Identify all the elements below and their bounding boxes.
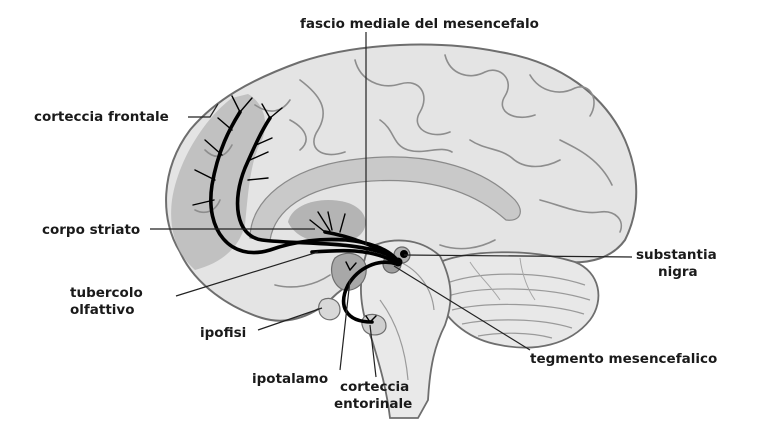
label-corteccia-entorinale-line1: corteccia xyxy=(340,379,409,395)
striatum-region xyxy=(288,200,366,244)
label-tubercolo-line2: olfattivo xyxy=(70,302,135,318)
label-fascio-mediale: fascio mediale del mesencefalo xyxy=(300,16,539,32)
label-substantia-line2: nigra xyxy=(658,264,698,280)
label-corteccia-frontale: corteccia frontale xyxy=(34,109,169,125)
dopamine-pathways xyxy=(192,95,399,324)
label-tegmento: tegmento mesencefalico xyxy=(530,351,717,367)
vta-dot xyxy=(393,257,403,267)
label-substantia-line1: substantia xyxy=(636,247,717,263)
cerebellum xyxy=(432,251,600,349)
label-corpo-striato: corpo striato xyxy=(42,222,140,238)
label-corteccia-entorinale-line2: entorinale xyxy=(334,396,412,412)
label-ipofisi: ipofisi xyxy=(200,325,246,341)
sn-dot xyxy=(400,250,408,258)
cortical-folds xyxy=(194,54,622,288)
hypothalamus-pituitary xyxy=(318,252,387,336)
corpus-callosum xyxy=(249,156,521,241)
leader-lines xyxy=(150,32,633,378)
label-ipotalamo: ipotalamo xyxy=(252,371,328,387)
label-tubercolo-line1: tubercolo xyxy=(70,285,143,301)
